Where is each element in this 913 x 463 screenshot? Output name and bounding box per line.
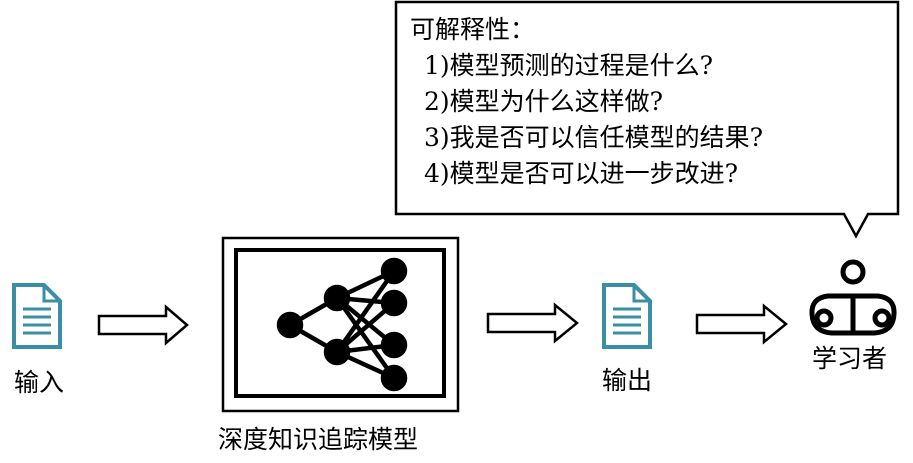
bubble-question-2: 2)模型为什么这样做? [424, 87, 664, 116]
neural-network-icon [276, 257, 408, 392]
bubble-question-4: 4)模型是否可以进一步改进? [424, 159, 739, 188]
reading-person-icon [809, 259, 897, 336]
bubble-question-3: 3)我是否可以信任模型的结果? [424, 123, 764, 152]
learner-label: 学习者 [812, 344, 888, 373]
arrow-input-to-model [97, 304, 189, 346]
output-document-icon [602, 283, 652, 349]
output-label: 输出 [602, 366, 653, 395]
bubble-question-1: 1)模型预测的过程是什么? [424, 51, 714, 80]
model-box [221, 236, 460, 413]
speech-bubble [394, 0, 900, 239]
bubble-title: 可解释性： [410, 15, 536, 44]
model-label: 深度知识追踪模型 [218, 425, 419, 454]
speech-bubble-text: 可解释性： 1)模型预测的过程是什么? 2)模型为什么这样做? 3)我是否可以信任模型… [410, 12, 763, 192]
arrow-model-to-output [486, 302, 579, 344]
input-label: 输入 [14, 368, 65, 397]
arrow-output-to-learner [695, 303, 788, 345]
input-document-icon [12, 283, 62, 349]
